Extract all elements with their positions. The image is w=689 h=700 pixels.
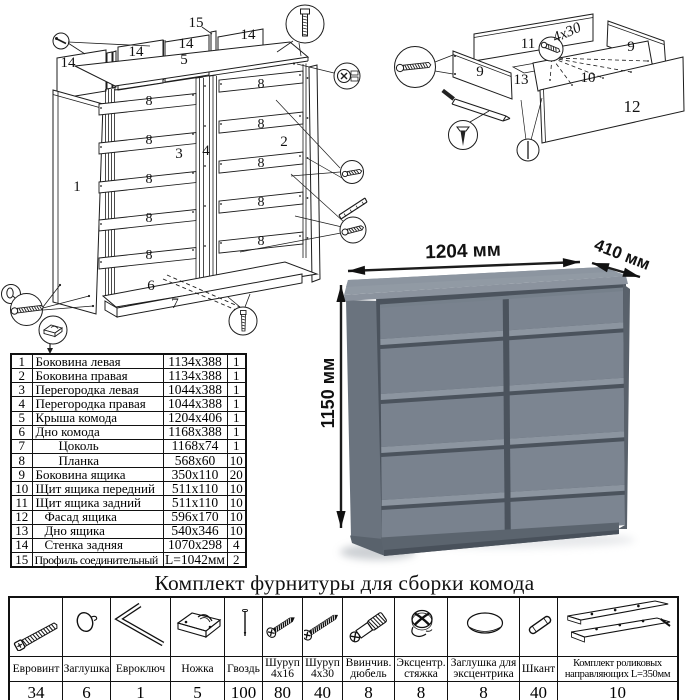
svg-text:8: 8 [146, 211, 153, 226]
svg-text:14: 14 [179, 36, 195, 52]
svg-text:9: 9 [627, 39, 635, 55]
svg-text:11: 11 [521, 36, 535, 52]
svg-text:10: 10 [581, 70, 596, 86]
svg-text:1: 1 [73, 179, 81, 195]
svg-text:8: 8 [258, 77, 265, 92]
svg-text:8: 8 [146, 248, 153, 263]
svg-text:5: 5 [180, 52, 188, 68]
svg-text:13: 13 [514, 72, 529, 88]
svg-text:12: 12 [624, 97, 641, 116]
svg-text:1150 мм: 1150 мм [318, 358, 338, 429]
svg-text:4: 4 [202, 143, 210, 159]
svg-text:3: 3 [175, 146, 183, 162]
svg-text:14: 14 [129, 44, 145, 60]
svg-text:8: 8 [258, 156, 265, 171]
svg-text:15: 15 [189, 15, 204, 31]
svg-text:8: 8 [146, 94, 153, 109]
svg-text:9: 9 [476, 64, 484, 80]
svg-text:8: 8 [258, 234, 265, 249]
svg-text:2: 2 [280, 134, 288, 150]
svg-text:8: 8 [258, 117, 265, 132]
svg-text:14: 14 [61, 55, 77, 71]
svg-text:1204 мм: 1204 мм [425, 240, 501, 264]
svg-text:6: 6 [147, 278, 155, 294]
svg-text:7: 7 [171, 296, 179, 312]
svg-text:8: 8 [146, 133, 153, 148]
svg-text:8: 8 [146, 172, 153, 187]
svg-text:14: 14 [241, 27, 257, 43]
svg-text:8: 8 [258, 195, 265, 210]
